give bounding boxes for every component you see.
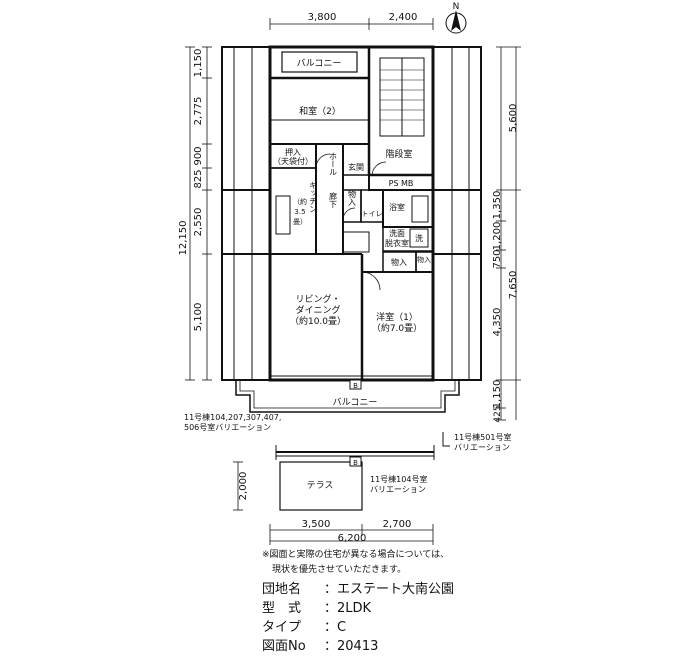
terrace-variation	[233, 445, 435, 511]
b-mark-2: B	[353, 459, 358, 467]
label-toilet: トイレ	[362, 210, 383, 218]
dim-bottom-1: 3,500	[302, 519, 331, 530]
dimension-top	[269, 18, 434, 30]
label-senmen-2: 脱衣室	[385, 238, 409, 248]
dim-right-4: 750	[492, 249, 503, 268]
dim-left-3: 900	[193, 146, 204, 165]
info-value: ：エステート大南公園	[324, 582, 455, 597]
north-arrow-icon: N	[445, 2, 467, 34]
label-genkan: 玄関	[348, 162, 364, 172]
info-key: 図面No	[262, 639, 306, 654]
dim-left-1: 1,150	[193, 49, 204, 78]
label-washitsu: 和室（2）	[299, 105, 341, 117]
variation-right-bracket	[442, 432, 450, 447]
info-row: 型 式 ：2LDK	[262, 599, 454, 618]
info-key: 型 式	[262, 601, 302, 616]
label-stairs: 階段室	[385, 148, 412, 160]
dim-right-5: 4,350	[492, 308, 503, 337]
label-youshitsu-1: 洋室（1）	[376, 311, 418, 323]
info-value: ：C	[324, 620, 347, 635]
dimension-bottom	[269, 524, 434, 545]
dim-left-4: 825	[193, 169, 204, 188]
b-mark-box-2	[349, 456, 362, 467]
info-key: タイプ	[262, 620, 302, 635]
dim-left-5: 2,550	[193, 208, 204, 237]
b-mark: B	[353, 382, 358, 390]
label-kitchen-size-3: 畳）	[293, 218, 307, 226]
dim-left-total: 12,150	[178, 221, 189, 256]
dim-right-2: 1,350	[492, 191, 503, 220]
property-info: 団地名 ：エステート大南公園 型 式 ：2LDK タイプ ：C 図面No ：20…	[262, 580, 454, 656]
label-balcony-bottom: バルコニー	[333, 397, 378, 408]
variation-left-2: 506号室バリエーション	[184, 422, 271, 432]
info-value: ：20413	[324, 639, 379, 654]
info-row: タイプ ：C	[262, 618, 454, 637]
note-line-1: ※図面と実際の住宅が異なる場合については、	[262, 550, 450, 560]
info-row: 図面No ：20413	[262, 637, 454, 656]
label-tenbukuro: （天袋付）	[273, 156, 313, 166]
label-senmen-1: 洗面	[389, 228, 405, 238]
label-kitchen-size-1: （約	[293, 197, 307, 206]
label-living-2: ダイニング	[295, 304, 340, 316]
walls	[221, 45, 482, 413]
info-row: 団地名 ：エステート大南公園	[262, 580, 454, 599]
dim-left-2: 2,775	[193, 97, 204, 126]
label-ps-mb: PS MB	[389, 179, 414, 188]
label-oshiire: 押入	[285, 147, 301, 157]
dim-bottom-2: 2,700	[383, 519, 412, 530]
label-kitchen: キッチン	[309, 181, 318, 213]
info-value: ：2LDK	[324, 601, 372, 616]
compass-label: N	[453, 2, 460, 12]
dim-right-3: 1,200	[492, 222, 503, 251]
dim-bottom-total: 6,200	[338, 533, 367, 544]
label-youshitsu-2: （約7.0畳）	[372, 322, 422, 334]
dim-top-1: 3,800	[308, 12, 337, 23]
label-monoire-3: 物入	[417, 255, 431, 264]
dim-right-7: 425	[493, 405, 503, 422]
dim-top-2: 2,400	[389, 12, 418, 23]
label-monoire: 物入	[348, 189, 357, 206]
dim-right-1: 5,600	[508, 104, 519, 133]
label-balcony-top: バルコニー	[297, 58, 342, 69]
variation-right-1: 11号棟501号室	[454, 432, 511, 442]
dimension-left	[185, 46, 212, 381]
label-terrace: テラス	[307, 480, 334, 491]
variation-right-2: バリエーション	[454, 443, 510, 452]
label-kitchen-size-2: 3.5	[294, 208, 305, 216]
label-living-1: リビング・	[295, 293, 340, 305]
dim-right-6: 1,150	[492, 380, 503, 409]
label-living-3: （約10.0畳）	[290, 315, 346, 327]
note-line-2: 現状を優先させていただきます。	[272, 565, 407, 575]
dimension-right	[496, 46, 521, 421]
variation-terrace-1: 11号棟104号室	[370, 474, 427, 484]
dim-right-total: 7,650	[508, 271, 519, 300]
label-rouka: 廊下	[329, 191, 338, 209]
disclaimer-note: ※図面と実際の住宅が異なる場合については、 現状を優先させていただきます。	[262, 548, 502, 578]
label-hall: ホール	[329, 152, 338, 176]
variation-left-1: 11号棟104,207,307,407,	[184, 412, 281, 422]
label-bath: 浴室	[389, 202, 405, 212]
info-key: 団地名	[262, 582, 302, 597]
b-mark-box	[349, 379, 362, 390]
dim-terrace-height: 2,000	[238, 472, 249, 501]
dim-left-6: 5,100	[193, 303, 204, 332]
variation-terrace-2: バリエーション	[370, 485, 426, 494]
label-sen: 洗	[415, 233, 423, 243]
label-monoire-2: 物入	[391, 257, 407, 267]
